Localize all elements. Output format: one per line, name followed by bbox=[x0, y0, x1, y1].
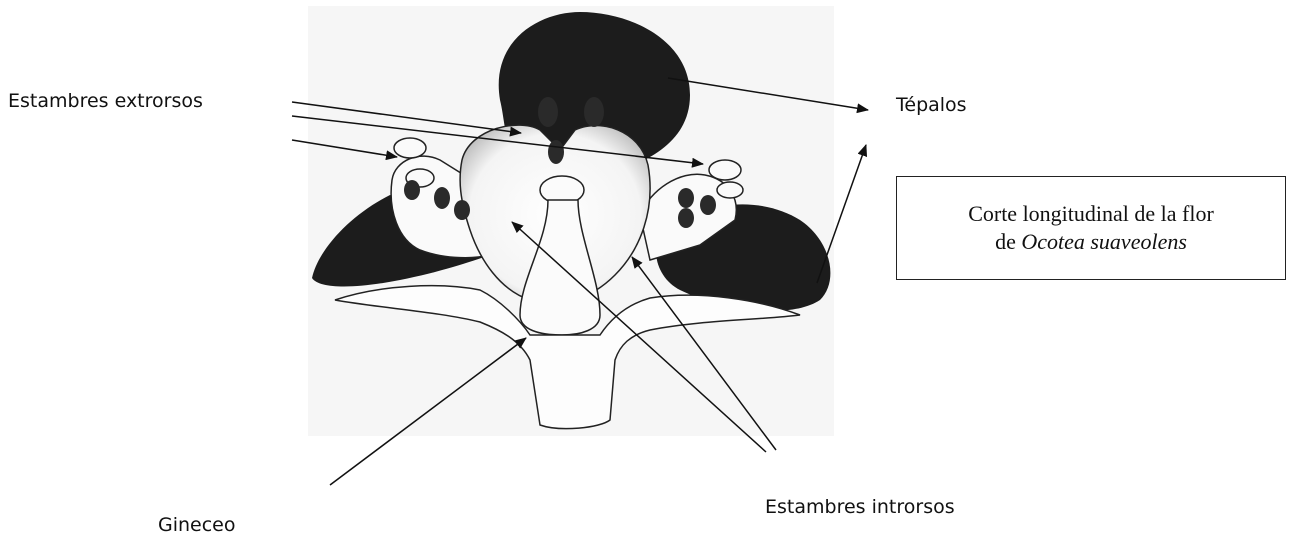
caption-species-name: Ocotea suaveolens bbox=[1021, 229, 1187, 254]
label-tepals: Tépalos bbox=[896, 94, 967, 116]
label-introrse-stamens: Estambres introrsos bbox=[765, 496, 955, 518]
label-gynoecium: Gineceo bbox=[158, 514, 236, 536]
caption-text: Corte longitudinal de la flor de Ocotea … bbox=[968, 200, 1214, 256]
caption-box: Corte longitudinal de la flor de Ocotea … bbox=[896, 176, 1286, 280]
label-extrorse-stamens: Estambres extrorsos bbox=[8, 90, 203, 112]
caption-line-2-prefix: de bbox=[995, 229, 1021, 254]
caption-line-1: Corte longitudinal de la flor bbox=[968, 201, 1214, 226]
